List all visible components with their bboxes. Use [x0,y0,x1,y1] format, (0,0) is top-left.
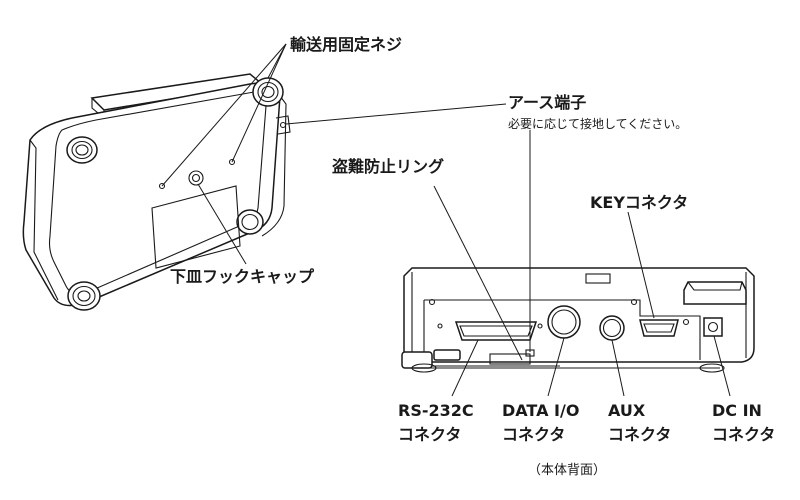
foot-bottom-right [236,209,264,235]
pan-hook-cap [188,170,204,186]
dc-in-connector [703,317,723,337]
label-plate [151,185,241,269]
label-rs232c-2: コネクタ [398,425,461,444]
rear-foot-right [699,363,725,373]
screw-hole [537,323,543,329]
label-ground-terminal: アース端子 [508,93,586,112]
underside-view [22,73,291,311]
label-aux-1: AUX [608,401,646,420]
rear-foot-left [401,349,461,373]
screw-hole [428,298,436,306]
label-pan-hook-cap: 下皿フックキャップ [170,267,315,286]
foot-bottom-left [67,281,101,311]
label-data-io-2: コネクタ [502,425,565,444]
label-dc-in-1: DC IN [712,401,762,420]
rear-caption: （本体背面） [528,463,606,478]
labels: 輸送用固定ネジ アース端子 必要に応じて接地してください。 盗難防止リング KE… [170,35,775,478]
label-key-connector: KEYコネクタ [590,193,688,212]
transport-screw-hole-left [158,182,166,190]
label-rs232c-1: RS-232C [398,401,474,420]
rear-panel-view [401,267,755,373]
label-aux-2: コネクタ [608,425,671,444]
screw-hole [437,323,443,329]
screw-hole [682,318,690,326]
label-transport-screw: 輸送用固定ネジ [290,35,402,54]
label-dc-in-2: コネクタ [712,425,775,444]
label-anti-theft-ring: 盗難防止リング [332,157,444,176]
foot-top-left [66,136,98,164]
leader-lines [161,43,731,397]
screw-hole [630,298,638,306]
transport-screw-hole-right [228,158,236,166]
top-box [683,281,747,305]
label-data-io-1: DATA I/O [502,401,579,420]
label-ground-note: 必要に応じて接地してください。 [508,116,687,131]
key-connector [639,319,679,337]
